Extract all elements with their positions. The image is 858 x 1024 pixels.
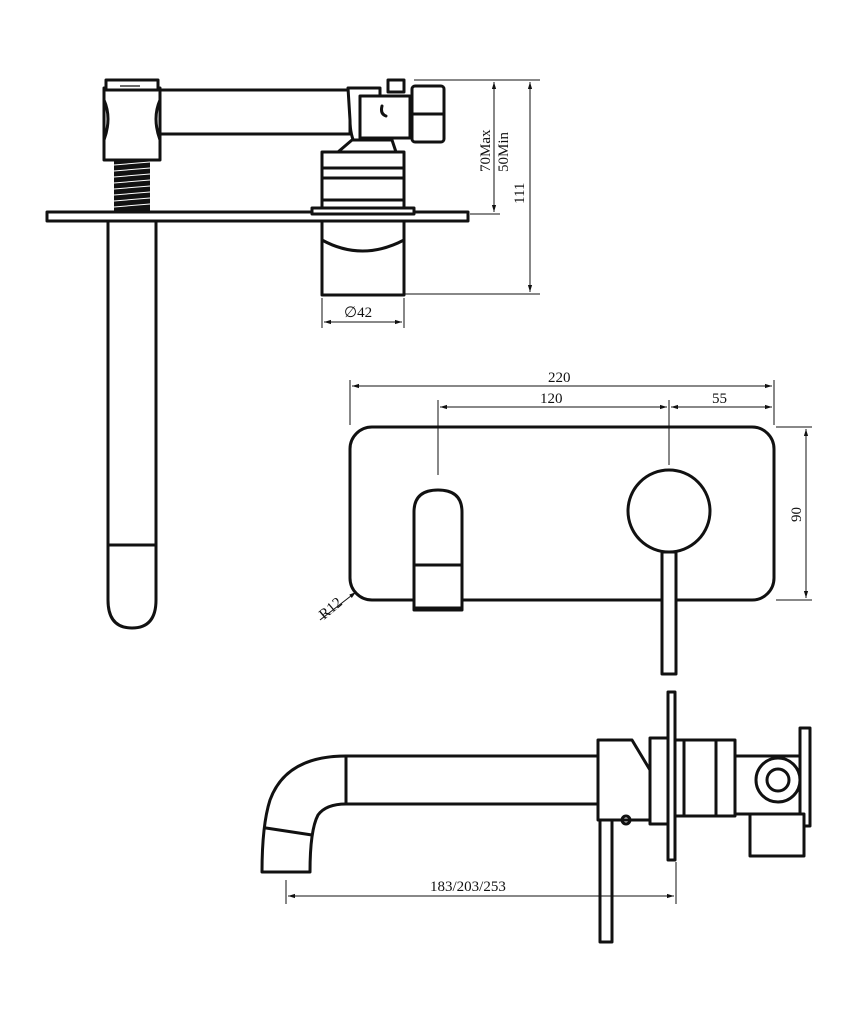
side-valve-inlet (748, 812, 806, 858)
dim-120: 120 (540, 391, 563, 407)
front-view: 220 120 55 90 R12 (316, 370, 812, 676)
valve-screw (386, 78, 406, 94)
side-lever (598, 818, 614, 944)
wall-plate (45, 210, 470, 223)
handle-disc (626, 468, 712, 554)
dim-220: 220 (548, 370, 571, 386)
threaded-shank (113, 160, 151, 212)
dim-70max: 70Max (478, 129, 494, 172)
spout-top (106, 219, 158, 630)
dim-90: 90 (789, 507, 805, 522)
dim-diameter: ∅42 (344, 305, 372, 321)
cartridge-body (320, 166, 406, 214)
dim-55: 55 (712, 391, 727, 407)
sleeve-cylinder (320, 219, 406, 297)
side-view: 183/203/253 (260, 690, 812, 944)
dim-111: 111 (512, 183, 528, 204)
top-view: 70Max 50Min 111 ∅42 (45, 78, 540, 630)
side-body (596, 738, 652, 822)
side-valve-flange (798, 726, 812, 828)
elbow-cap (104, 78, 160, 92)
connecting-pipe (158, 88, 352, 136)
valve-stem (336, 138, 398, 154)
front-plate (348, 425, 776, 602)
dim-50min: 50Min (496, 131, 512, 172)
cartridge-top (320, 150, 406, 170)
dim-r12: R12 (316, 595, 345, 623)
cartridge-flange (310, 206, 416, 216)
side-spout (260, 754, 600, 874)
elbow-body (102, 86, 162, 162)
dim-spout-lengths: 183/203/253 (430, 879, 506, 895)
front-spout (412, 488, 464, 612)
handle-lever (660, 550, 678, 676)
